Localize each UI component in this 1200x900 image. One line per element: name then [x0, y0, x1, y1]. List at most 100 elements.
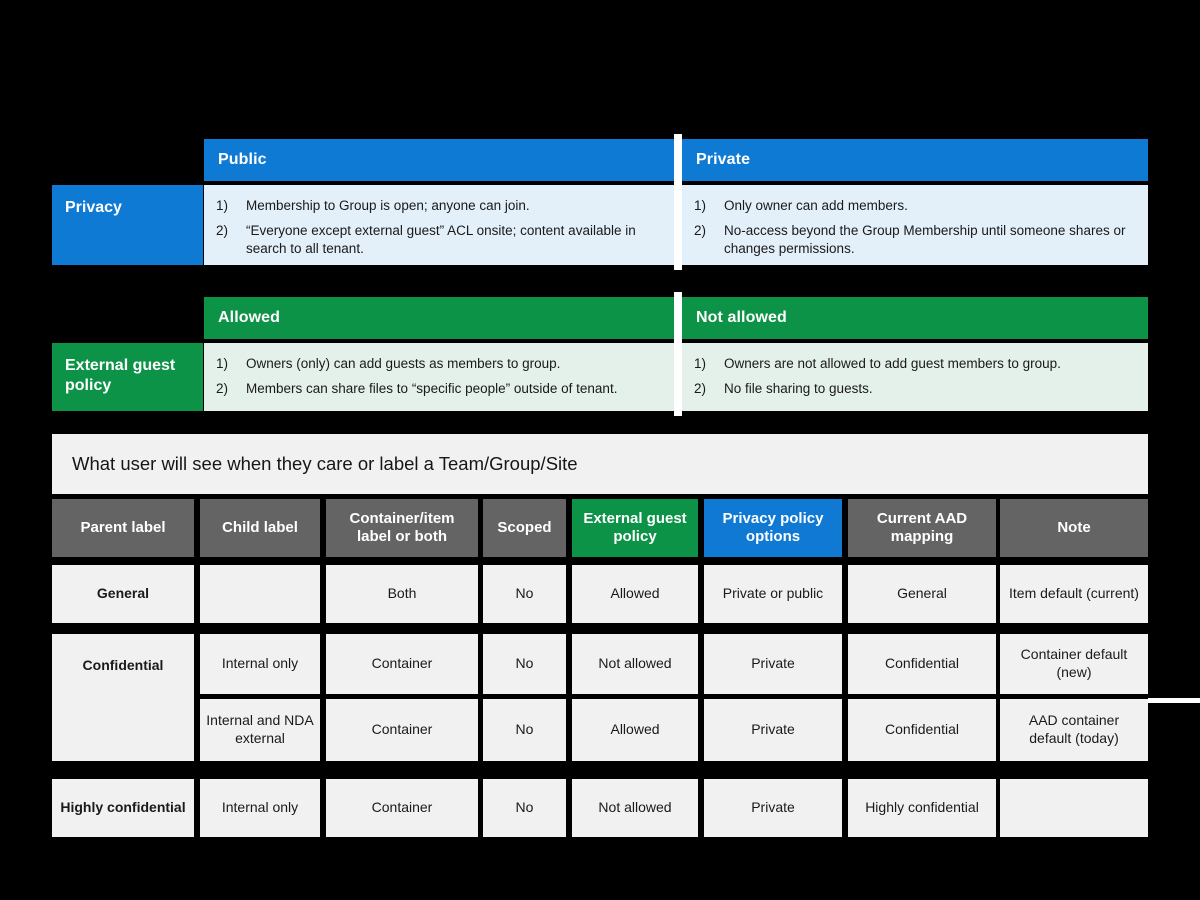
not-allowed-column-header-label: Not allowed — [696, 309, 787, 326]
list-marker: 1) — [216, 356, 229, 371]
table-row: Internal only — [200, 634, 320, 694]
list-text: Membership to Group is open; anyone can … — [246, 198, 530, 213]
table-caption-text: What user will see when they care or lab… — [72, 453, 578, 474]
cell-container-item: Both — [387, 585, 417, 602]
cell-note: AAD container default (today) — [1028, 712, 1120, 746]
table-header-label: Current AAD mapping — [876, 510, 968, 545]
guest-allowed-cell: 1) Owners (only) can add guests as membe… — [204, 343, 674, 411]
cell-external-guest-policy: Not allowed — [598, 655, 672, 672]
table-header-label: Scoped — [497, 519, 552, 536]
privacy-public-cell: 1) Membership to Group is open; anyone c… — [204, 185, 674, 265]
table-row: Internal only — [200, 779, 320, 837]
cell-scoped: No — [515, 585, 534, 602]
edge-rule — [1148, 698, 1200, 703]
privacy-row-label-text: Privacy — [65, 199, 122, 216]
cell-container-item: Container — [371, 721, 433, 738]
table-row: General — [52, 565, 194, 623]
table-row: General — [848, 565, 996, 623]
cell-child-label: Internal only — [221, 799, 299, 816]
list-text: Members can share files to “specific peo… — [246, 380, 618, 396]
table-header-external-guest-policy: External guest policy — [572, 499, 698, 557]
table-row — [200, 565, 320, 623]
private-column-header: Private — [682, 139, 1148, 181]
cell-current-aad-mapping: Highly confidential — [865, 799, 979, 816]
table-header-child-label: Child label — [200, 499, 320, 557]
column-divider — [674, 292, 682, 416]
privacy-row-label: Privacy — [52, 185, 203, 265]
table-header-label: External guest policy — [583, 510, 687, 545]
cell-parent-label: Highly confidential — [60, 799, 186, 816]
list-item: 2) No-access beyond the Group Membership… — [694, 222, 1136, 258]
table-row: No — [483, 779, 566, 837]
cell-privacy-policy-options: Private — [751, 799, 795, 816]
table-row: Not allowed — [572, 634, 698, 694]
table-header-container-item-label: Container/item label or both — [326, 499, 478, 557]
list-marker: 2) — [216, 222, 229, 238]
cell-note: Item default (current) — [1009, 585, 1139, 602]
cell-parent-label: Confidential — [82, 656, 164, 673]
table-row: Not allowed — [572, 779, 698, 837]
list-item: 1) Membership to Group is open; anyone c… — [216, 197, 662, 215]
cell-current-aad-mapping: Confidential — [885, 721, 959, 738]
table-row: AAD container default (today) — [1000, 699, 1148, 761]
cell-parent-label: General — [96, 585, 150, 602]
table-header-label: Child label — [222, 519, 298, 536]
list-text: Only owner can add members. — [724, 198, 908, 213]
table-header-label: Note — [1057, 519, 1091, 536]
guest-not-allowed-cell: 1) Owners are not allowed to add guest m… — [682, 343, 1148, 411]
table-header-parent-label: Parent label — [52, 499, 194, 557]
list-item: 2) “Everyone except external guest” ACL … — [216, 222, 662, 258]
cell-privacy-policy-options: Private — [751, 721, 795, 738]
list-marker: 2) — [694, 222, 707, 238]
cell-container-item: Container — [371, 799, 433, 816]
table-row: Internal and NDA external — [200, 699, 320, 761]
public-column-header-label: Public — [218, 151, 267, 168]
list-item: 1) Owners (only) can add guests as membe… — [216, 355, 662, 373]
guest-not-allowed-list: 1) Owners are not allowed to add guest m… — [694, 355, 1136, 398]
table-row: Private — [704, 779, 842, 837]
table-header-label: Parent label — [80, 519, 166, 536]
table-row: Highly confidential — [848, 779, 996, 837]
list-marker: 2) — [694, 380, 707, 396]
cell-container-item: Container — [371, 655, 433, 672]
list-text: No file sharing to guests. — [724, 380, 873, 396]
table-row: Allowed — [572, 699, 698, 761]
table-row: Confidential — [52, 634, 194, 761]
table-row: Confidential — [848, 634, 996, 694]
list-text: Owners (only) can add guests as members … — [246, 356, 561, 371]
allowed-column-header-label: Allowed — [218, 309, 281, 326]
table-row: Container — [326, 634, 478, 694]
privacy-private-list: 1) Only owner can add members. 2) No-acc… — [694, 197, 1136, 258]
cell-privacy-policy-options: Private or public — [722, 585, 824, 602]
list-marker: 1) — [216, 198, 229, 213]
external-guest-policy-row-label: External guest policy — [52, 343, 203, 411]
cell-scoped: No — [515, 655, 534, 672]
list-marker: 1) — [694, 356, 707, 371]
table-row: Private — [704, 699, 842, 761]
cell-child-label: Internal and NDA external — [206, 712, 314, 746]
not-allowed-column-header: Not allowed — [682, 297, 1148, 339]
list-item: 1) Owners are not allowed to add guest m… — [694, 355, 1136, 373]
table-row: Container — [326, 779, 478, 837]
table-row: No — [483, 634, 566, 694]
cell-scoped: No — [515, 721, 534, 738]
table-row: Container — [326, 699, 478, 761]
cell-privacy-policy-options: Private — [751, 655, 795, 672]
cell-current-aad-mapping: Confidential — [885, 655, 959, 672]
table-row: Allowed — [572, 565, 698, 623]
table-row: Private or public — [704, 565, 842, 623]
cell-child-label: Internal only — [221, 655, 299, 672]
external-guest-policy-row-label-text: External guest policy — [65, 357, 176, 394]
table-header-privacy-policy-options: Privacy policy options — [704, 499, 842, 557]
table-row: Confidential — [848, 699, 996, 761]
cell-external-guest-policy: Allowed — [610, 721, 660, 738]
table-header-label: Privacy policy options — [722, 510, 824, 545]
table-header-scoped: Scoped — [483, 499, 566, 557]
cell-external-guest-policy: Allowed — [610, 585, 660, 602]
list-text: No-access beyond the Group Membership un… — [724, 222, 1126, 256]
cell-note: Container default (new) — [1020, 646, 1128, 680]
table-row: Container default (new) — [1000, 634, 1148, 694]
allowed-column-header: Allowed — [204, 297, 674, 339]
public-column-header: Public — [204, 139, 674, 181]
